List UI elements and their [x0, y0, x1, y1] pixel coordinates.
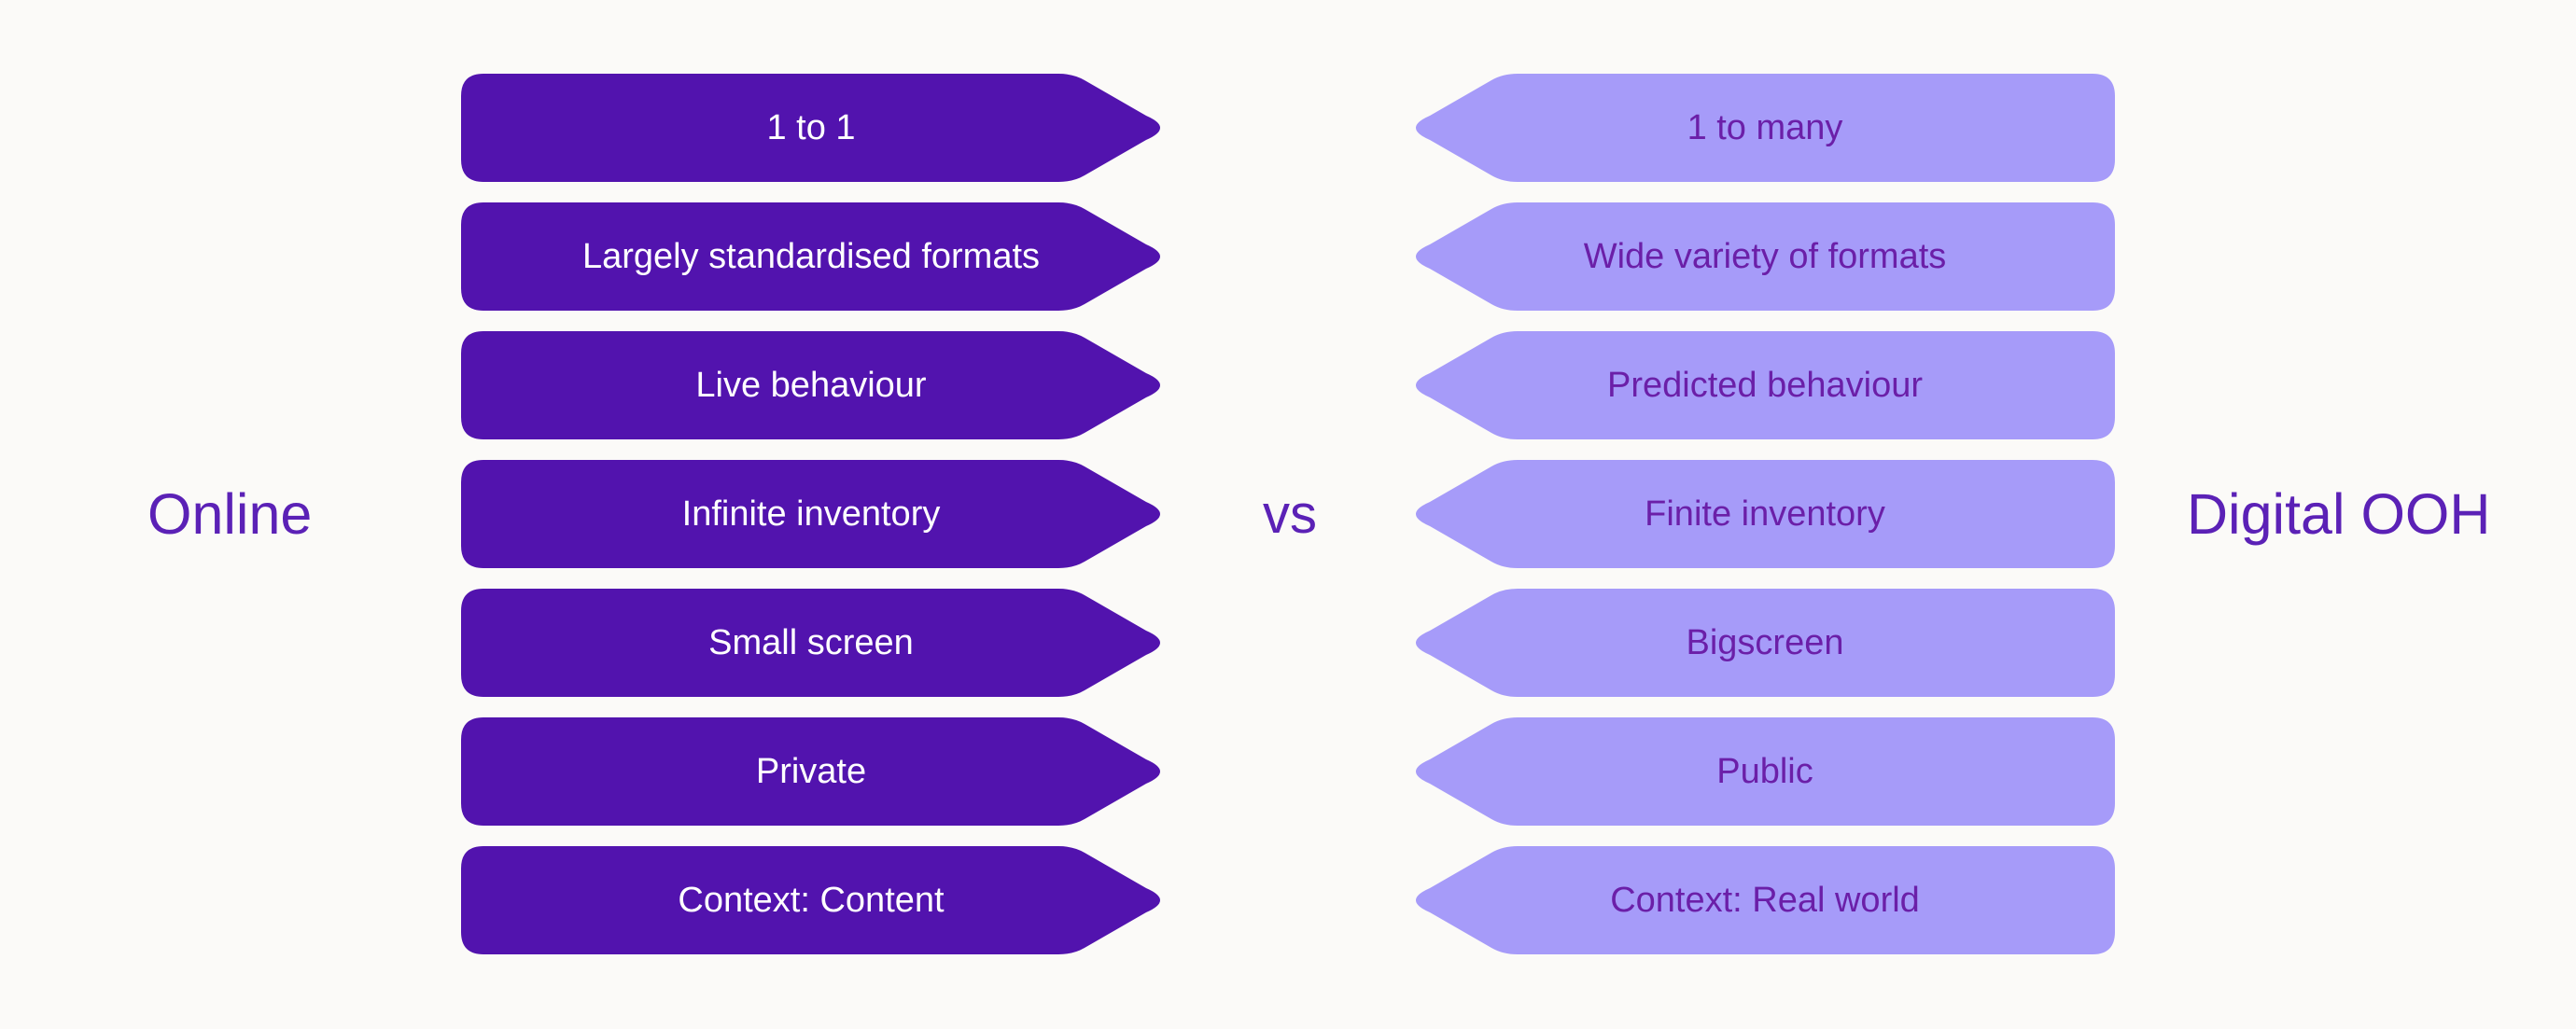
online-banner: Live behaviour: [461, 331, 1161, 439]
banner-label: Small screen: [708, 623, 914, 662]
banner-label: Infinite inventory: [681, 494, 941, 534]
online-banner: Largely standardised formats: [461, 202, 1161, 311]
right-arrow-banner-shape: [461, 846, 1160, 954]
dooh-banner: Bigscreen: [1415, 589, 2115, 697]
dooh-banner: Public: [1415, 717, 2115, 826]
online-column: 1 to 1 Largely standardised formats Live…: [461, 74, 1161, 954]
left-arrow-banner-shape: [1416, 331, 2115, 439]
left-arrow-banner-shape: [1416, 717, 2115, 826]
dooh-banner: Predicted behaviour: [1415, 331, 2115, 439]
left-arrow-banner-shape: [1416, 846, 2115, 954]
left-arrow-banner-shape: [1416, 74, 2115, 182]
online-banner: Infinite inventory: [461, 460, 1161, 568]
right-arrow-banner-shape: [461, 460, 1160, 568]
banner-label: Context: Content: [678, 881, 945, 920]
banner-label: 1 to 1: [766, 108, 856, 147]
right-arrow-banner-shape: [461, 202, 1160, 311]
left-arrow-banner-shape: [1416, 589, 2115, 697]
dooh-banner: Wide variety of formats: [1415, 202, 2115, 311]
banner-label: Bigscreen: [1686, 623, 1844, 662]
dooh-column: 1 to many Wide variety of formats Predic…: [1415, 74, 2115, 954]
banner-label: Finite inventory: [1645, 494, 1885, 534]
left-arrow-banner-shape: [1416, 202, 2115, 311]
right-arrow-banner-shape: [461, 74, 1160, 182]
online-banner: Private: [461, 717, 1161, 826]
dooh-banner: Finite inventory: [1415, 460, 2115, 568]
banner-label: Largely standardised formats: [581, 237, 1041, 276]
right-arrow-banner-shape: [461, 331, 1160, 439]
banner-label: Context: Real world: [1610, 881, 1920, 920]
online-banner: Small screen: [461, 589, 1161, 697]
left-arrow-banner-shape: [1416, 460, 2115, 568]
banner-label: Private: [755, 752, 867, 791]
right-arrow-banner-shape: [461, 717, 1160, 826]
right-arrow-banner-shape: [461, 589, 1160, 697]
online-banner: Context: Content: [461, 846, 1161, 954]
dooh-column-title: Digital OOH: [2187, 482, 2491, 546]
vs-label: vs: [1263, 484, 1317, 545]
banner-label: Public: [1716, 752, 1813, 791]
dooh-banner: 1 to many: [1415, 74, 2115, 182]
banner-label: Predicted behaviour: [1607, 366, 1923, 405]
online-column-title: Online: [147, 482, 313, 546]
dooh-banner: Context: Real world: [1415, 846, 2115, 954]
banner-label: Wide variety of formats: [1583, 237, 1947, 276]
online-banner: 1 to 1: [461, 74, 1161, 182]
banner-label: 1 to many: [1687, 108, 1843, 147]
banner-label: Live behaviour: [695, 366, 927, 405]
